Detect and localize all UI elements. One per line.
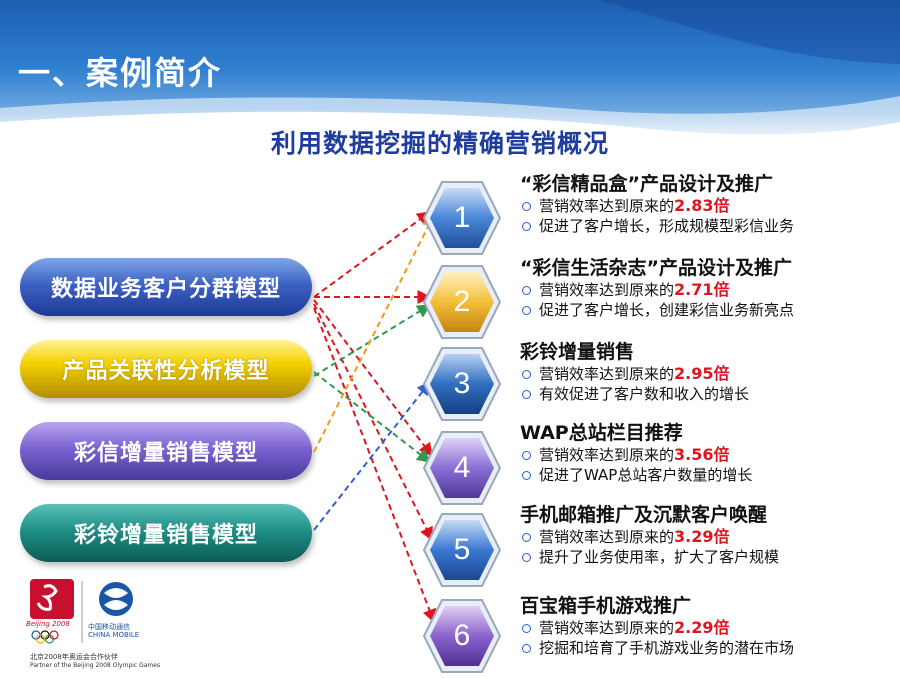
- hex-number: 1: [453, 201, 471, 234]
- result-title: 手机邮箱推广及沉默客户唤醒: [520, 504, 768, 526]
- hex-number: 3: [453, 367, 471, 400]
- result-line1-prefix: 营销效率达到原来的: [539, 365, 675, 383]
- arrow-model1-to-1: [313, 211, 432, 298]
- hex-badge-4: 4: [422, 430, 502, 506]
- arrow-model3-to-1: [313, 213, 435, 453]
- result-line1-prefix: 营销效率达到原来的: [539, 528, 675, 546]
- result-efficiency-value: 3.29倍: [674, 527, 730, 546]
- hexagon-icon: [422, 513, 502, 587]
- hex-number: 4: [453, 451, 471, 484]
- result-line2: 促进了WAP总站客户数量的增长: [539, 466, 753, 484]
- model-label: 彩信增量销售模型: [73, 441, 258, 466]
- result-line1-prefix: 营销效率达到原来的: [539, 619, 675, 637]
- arrow-model1-to-4: [313, 299, 433, 458]
- result-efficiency-value: 2.95倍: [674, 364, 730, 383]
- arrow-model1-to-6: [313, 307, 437, 624]
- hex-badge-5: 5: [422, 512, 502, 588]
- result-line2: 提升了业务使用率，扩大了客户规模: [539, 548, 780, 566]
- result-title: WAP总站栏目推荐: [520, 422, 683, 444]
- model-label: 产品关联性分析模型: [62, 359, 270, 384]
- hex-badge-1: 1: [422, 180, 502, 256]
- circle-bullet-icon: [522, 369, 531, 379]
- circle-bullet-icon: [522, 552, 531, 562]
- arrow-model4-to-3: [313, 380, 431, 531]
- result-efficiency-value: 2.29倍: [674, 618, 730, 637]
- hexagon-icon: [422, 181, 502, 255]
- china-mobile-cn-text: 中国移动通信: [88, 623, 130, 631]
- model-label: 彩铃增量销售模型: [73, 523, 258, 548]
- china-mobile-logo-icon: [99, 582, 133, 616]
- circle-bullet-icon: [522, 285, 531, 295]
- beijing-2008-text: Beijing 2008: [26, 620, 70, 628]
- arrow-model1-to-5: [313, 303, 433, 542]
- circle-bullet-icon: [522, 221, 531, 231]
- result-title: 百宝箱手机游戏推广: [520, 595, 692, 617]
- arrow-model2-to-4: [313, 371, 432, 463]
- result-line1-prefix: 营销效率达到原来的: [539, 197, 675, 215]
- circle-bullet-icon: [522, 532, 531, 542]
- arrow-model2-to-2: [313, 304, 432, 377]
- header-wave-decoration: [0, 0, 900, 150]
- hex-badge-2: 2: [422, 264, 502, 340]
- partner-caption-en: Partner of the Beijing 2008 Olympic Game…: [30, 662, 161, 669]
- result-efficiency-value: 2.71倍: [674, 280, 730, 299]
- beijing-2008-emblem-icon: [30, 579, 74, 644]
- hex-number: 5: [453, 533, 471, 566]
- hex-badge-3: 3: [422, 346, 502, 422]
- partner-caption-cn: 北京2008年奥运会合作伙伴: [30, 653, 118, 661]
- result-title: “彩信生活杂志”产品设计及推广: [520, 257, 792, 279]
- result-line2: 有效促进了客户数和收入的增长: [539, 385, 750, 403]
- circle-bullet-icon: [522, 470, 531, 480]
- circle-bullet-icon: [522, 623, 531, 633]
- result-line1-prefix: 营销效率达到原来的: [539, 281, 675, 299]
- slide-subtitle: 利用数据挖掘的精确营销概况: [270, 129, 609, 158]
- result-title: “彩信精品盒”产品设计及推广: [520, 173, 773, 195]
- result-efficiency-value: 2.83倍: [674, 196, 730, 215]
- circle-bullet-icon: [522, 450, 531, 460]
- circle-bullet-icon: [522, 305, 531, 315]
- model-pill-ringtone-incremental: 彩铃增量销售模型: [20, 504, 312, 562]
- china-mobile-en-text: CHINA MOBILE: [88, 631, 140, 639]
- result-line2: 挖掘和培育了手机游戏业务的潜在市场: [539, 639, 795, 657]
- hexagon-icon: [422, 431, 502, 505]
- result-efficiency-value: 3.56倍: [674, 445, 730, 464]
- model-pill-product-association: 产品关联性分析模型: [20, 340, 312, 398]
- circle-bullet-icon: [522, 201, 531, 211]
- model-pill-mms-incremental: 彩信增量销售模型: [20, 422, 312, 480]
- circle-bullet-icon: [522, 643, 531, 653]
- circle-bullet-icon: [522, 389, 531, 399]
- slide-title: 一、案例简介: [18, 54, 223, 92]
- hex-badge-6: 6: [422, 598, 502, 674]
- model-label: 数据业务客户分群模型: [50, 277, 281, 302]
- result-title: 彩铃增量销售: [520, 341, 635, 363]
- result-line2: 促进了客户增长，创建彩信业务新亮点: [539, 301, 795, 319]
- hex-number: 6: [453, 619, 471, 652]
- model-pill-customer-clustering: 数据业务客户分群模型: [20, 258, 312, 316]
- hexagon-icon: [422, 265, 502, 339]
- hexagon-icon: [422, 599, 502, 673]
- hex-number: 2: [453, 285, 471, 318]
- result-line1-prefix: 营销效率达到原来的: [539, 446, 675, 464]
- result-line2: 促进了客户增长，形成规模型彩信业务: [539, 217, 795, 235]
- logo-area: [30, 579, 133, 644]
- hexagon-icon: [422, 347, 502, 421]
